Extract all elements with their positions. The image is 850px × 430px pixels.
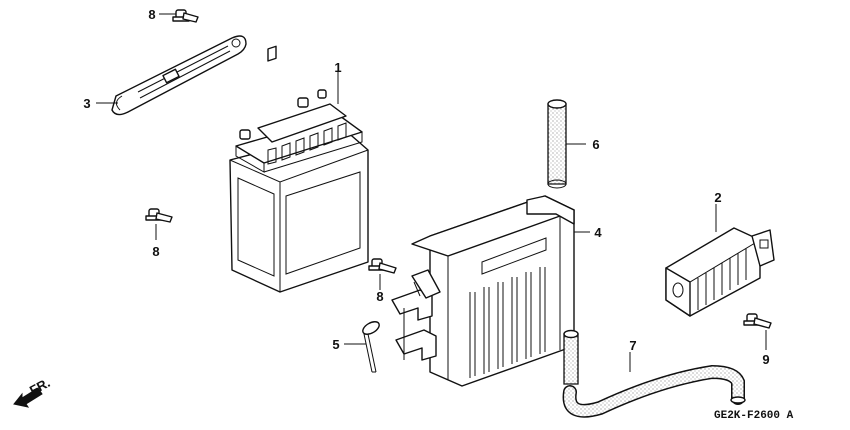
front-direction-arrow-icon bbox=[13, 387, 43, 408]
callout-6: 6 bbox=[592, 137, 599, 152]
bolt-9 bbox=[743, 313, 772, 329]
battery-tray bbox=[391, 195, 575, 387]
battery bbox=[229, 45, 369, 293]
callout-8-top: 8 bbox=[148, 7, 155, 22]
callouts: 1 2 3 4 5 6 7 8 8 8 9 bbox=[83, 7, 769, 367]
bolt-middle bbox=[368, 258, 397, 274]
callout-9: 9 bbox=[762, 352, 769, 367]
callout-3: 3 bbox=[83, 96, 90, 111]
callout-4: 4 bbox=[594, 225, 602, 240]
vent-tube-upper bbox=[547, 99, 567, 189]
callout-8-left: 8 bbox=[152, 244, 159, 259]
callout-8-middle: 8 bbox=[376, 289, 383, 304]
callout-2: 2 bbox=[714, 190, 721, 205]
callout-7: 7 bbox=[629, 338, 636, 353]
leader-lines bbox=[96, 13, 767, 372]
cotter-pin bbox=[362, 321, 380, 373]
regulator-rectifier bbox=[665, 227, 775, 317]
drain-tube bbox=[562, 329, 746, 418]
battery-strap bbox=[111, 35, 247, 116]
bolt-top bbox=[172, 9, 199, 23]
drawing-code: GE2K-F2600 A bbox=[714, 410, 794, 422]
bolt-left bbox=[145, 208, 173, 223]
callout-5: 5 bbox=[332, 337, 339, 352]
callout-1: 1 bbox=[334, 60, 341, 75]
